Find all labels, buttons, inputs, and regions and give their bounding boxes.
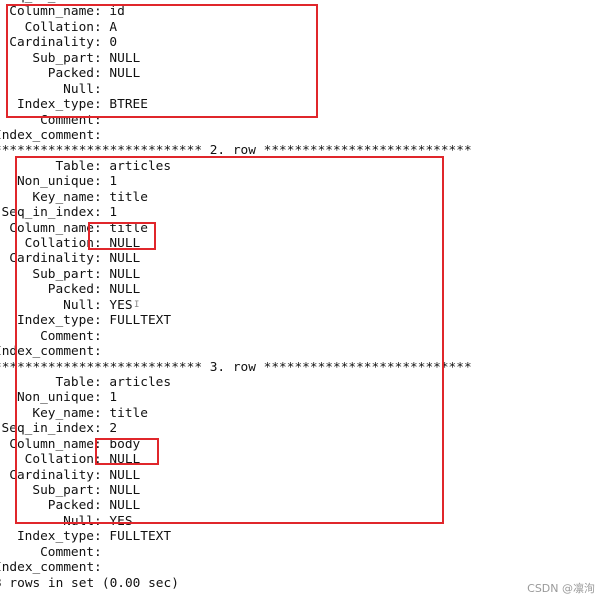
row1-index-type: Index_type: BTREE — [16, 97, 148, 113]
row3-packed: Packed: NULL — [47, 498, 141, 514]
row2-comment: Comment: — [40, 328, 110, 344]
row1-null: Null: — [63, 81, 110, 97]
row1-sub-part: Sub_part: NULL — [32, 50, 141, 66]
row2-null: Null: YES — [63, 297, 133, 313]
row2-index-type: Index_type: FULLTEXT — [16, 313, 172, 329]
result-footer: 3 rows in set (0.00 sec) — [0, 575, 179, 591]
row1-comment: Comment: — [40, 112, 110, 128]
row2-non-unique: Non_unique: 1 — [16, 174, 118, 190]
row-separator-3: *************************** 3. row *****… — [0, 359, 472, 375]
row3-table: Table: articles — [55, 374, 172, 390]
row2-packed: Packed: NULL — [47, 282, 141, 298]
row2-column-name: Column_name: title — [9, 220, 148, 236]
row3-cardinality: Cardinality: NULL — [9, 467, 141, 483]
row2-collation: Collation: NULL — [24, 236, 141, 251]
row1-column-name: Column_name: id — [9, 4, 125, 20]
row3-key-name: Key_name: title — [32, 405, 148, 421]
row3-index-comment: Index_comment: — [0, 560, 110, 576]
row2-table: Table: articles — [55, 158, 172, 174]
row3-comment: Comment: — [40, 544, 110, 560]
row2-sub-part: Sub_part: NULL — [32, 266, 141, 282]
row3-column-name: Column_name: body — [9, 436, 141, 452]
row2-key-name: Key_name: title — [32, 189, 148, 205]
watermark: CSDN @凛洵 — [527, 582, 595, 595]
row3-collation: Collation: NULL — [24, 452, 141, 468]
row3-index-type: Index_type: FULLTEXT — [16, 529, 172, 545]
row3-seq-in-index: Seq_in_index: 2 — [1, 421, 118, 437]
row1-index-comment: Index_comment: — [0, 127, 110, 143]
row2-index-comment: Index_comment: — [0, 344, 110, 360]
row1-packed: Packed: NULL — [47, 66, 141, 82]
row1-cardinality: Cardinality: 0 — [9, 35, 118, 51]
row3-sub-part: Sub_part: NULL — [32, 483, 141, 498]
row3-non-unique: Non_unique: 1 — [16, 390, 118, 406]
mouse-cursor-icon: I — [134, 300, 140, 310]
row1-seq-in-index: Seq_in_index: 1 — [0, 0, 472, 4]
row-separator-2: *************************** 2. row *****… — [0, 143, 472, 159]
row2-cardinality: Cardinality: NULL — [9, 251, 141, 267]
row2-seq-in-index: Seq_in_index: 1 — [1, 205, 118, 221]
row1-collation: Collation: A — [24, 19, 118, 35]
row3-null: Null: YES — [63, 513, 133, 529]
